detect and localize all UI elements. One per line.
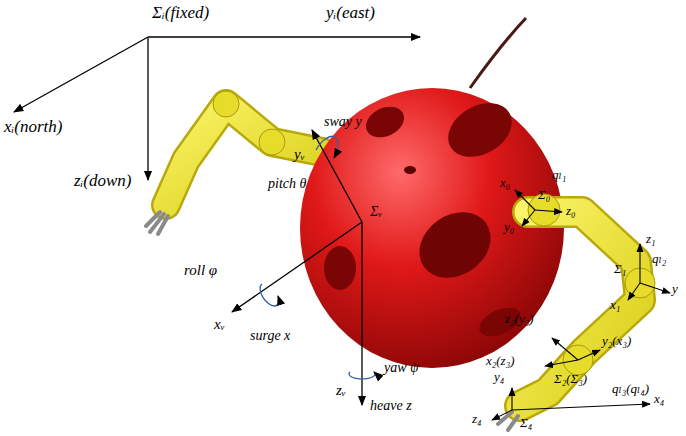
axis-line xyxy=(512,404,650,410)
axis-label: surge x xyxy=(250,328,290,343)
axis-label: x₁ xyxy=(610,298,620,312)
axis-label: yaw ψ xyxy=(384,360,419,375)
axis-line xyxy=(639,244,640,283)
axis-line xyxy=(148,36,420,37)
axis-label: yᵢ(east) xyxy=(326,4,375,23)
vehicle-hull xyxy=(300,88,564,368)
axis-label: x₄ xyxy=(654,392,664,406)
axis-label: z₄ xyxy=(472,412,482,426)
inertial-frame xyxy=(14,37,420,180)
arm-outline xyxy=(166,104,322,205)
axis-line xyxy=(14,37,148,112)
axis-label: roll φ xyxy=(184,262,217,279)
axis-label: heave z xyxy=(370,398,412,413)
axis-line xyxy=(515,190,535,210)
axis-line xyxy=(640,283,670,293)
tether-cable xyxy=(470,18,526,88)
axis-line xyxy=(578,350,600,360)
axis-label: qₗ₂ xyxy=(652,252,666,266)
hull-hole xyxy=(407,199,504,292)
arm-joint xyxy=(259,129,285,155)
axis-line xyxy=(628,283,640,300)
body-frame xyxy=(232,130,375,405)
axis-line xyxy=(232,222,362,312)
axis-label: y xyxy=(672,282,678,296)
axis-label: Σᵥ xyxy=(370,204,382,219)
axis-label: z₀ xyxy=(566,204,576,218)
gripper xyxy=(146,212,168,234)
right-manipulator xyxy=(498,194,655,430)
axis-line xyxy=(361,222,362,405)
axis-label: y₄ xyxy=(494,370,504,384)
axis-label: xᵥ xyxy=(214,316,225,333)
arm-link xyxy=(166,104,322,205)
axis-line xyxy=(511,388,512,410)
hull-hole xyxy=(404,166,416,174)
axis-label: z₁ xyxy=(646,232,656,246)
red-sphere xyxy=(300,88,564,368)
left-manipulator xyxy=(146,91,322,234)
axis-label: yᵥ xyxy=(294,146,305,163)
joint-frames xyxy=(492,190,670,420)
axis-label: Σ₁ xyxy=(614,262,626,276)
rotation-arrow xyxy=(260,284,279,306)
axis-line xyxy=(545,360,578,366)
axis-label: Σᵢ(fixed) xyxy=(152,4,209,23)
axis-label: sway y xyxy=(324,114,362,129)
axis-label: Σ₀ xyxy=(538,188,550,202)
axis-line xyxy=(147,37,148,180)
axis-label: Σ₄ xyxy=(520,416,532,430)
axis-line xyxy=(312,130,362,222)
arm-joint xyxy=(213,91,239,117)
rotation-arrow xyxy=(316,136,338,158)
axis-line xyxy=(552,338,578,360)
axis-label: x₂(z₃) xyxy=(486,354,515,368)
arm-link xyxy=(520,212,640,406)
axis-label: z₂(y₃) xyxy=(505,312,534,326)
axis-label: pitch θ xyxy=(268,176,306,191)
axis-line xyxy=(492,410,512,420)
axis-label: zᵢ(down) xyxy=(74,172,131,191)
axis-label: x₀ xyxy=(500,176,510,190)
hull-hole xyxy=(439,92,522,168)
axis-line xyxy=(522,210,535,226)
axis-label: y₀ xyxy=(504,220,514,234)
axis-line xyxy=(535,210,562,212)
rotation-arrow xyxy=(349,372,375,379)
axis-label: qₗ₁ xyxy=(552,168,566,182)
axis-label: qₗ₃(qₗ₄) xyxy=(612,382,649,396)
arm-outline xyxy=(520,212,640,406)
gripper xyxy=(498,412,518,430)
axis-label: xᵢ(north) xyxy=(4,118,62,137)
axis-label: y₂(x₃) xyxy=(602,334,631,348)
axis-label: zᵥ xyxy=(336,382,346,399)
hull-hole xyxy=(324,246,356,290)
hull-hole xyxy=(361,101,409,143)
axis-label: Σ₂(Σ₃) xyxy=(554,372,587,386)
